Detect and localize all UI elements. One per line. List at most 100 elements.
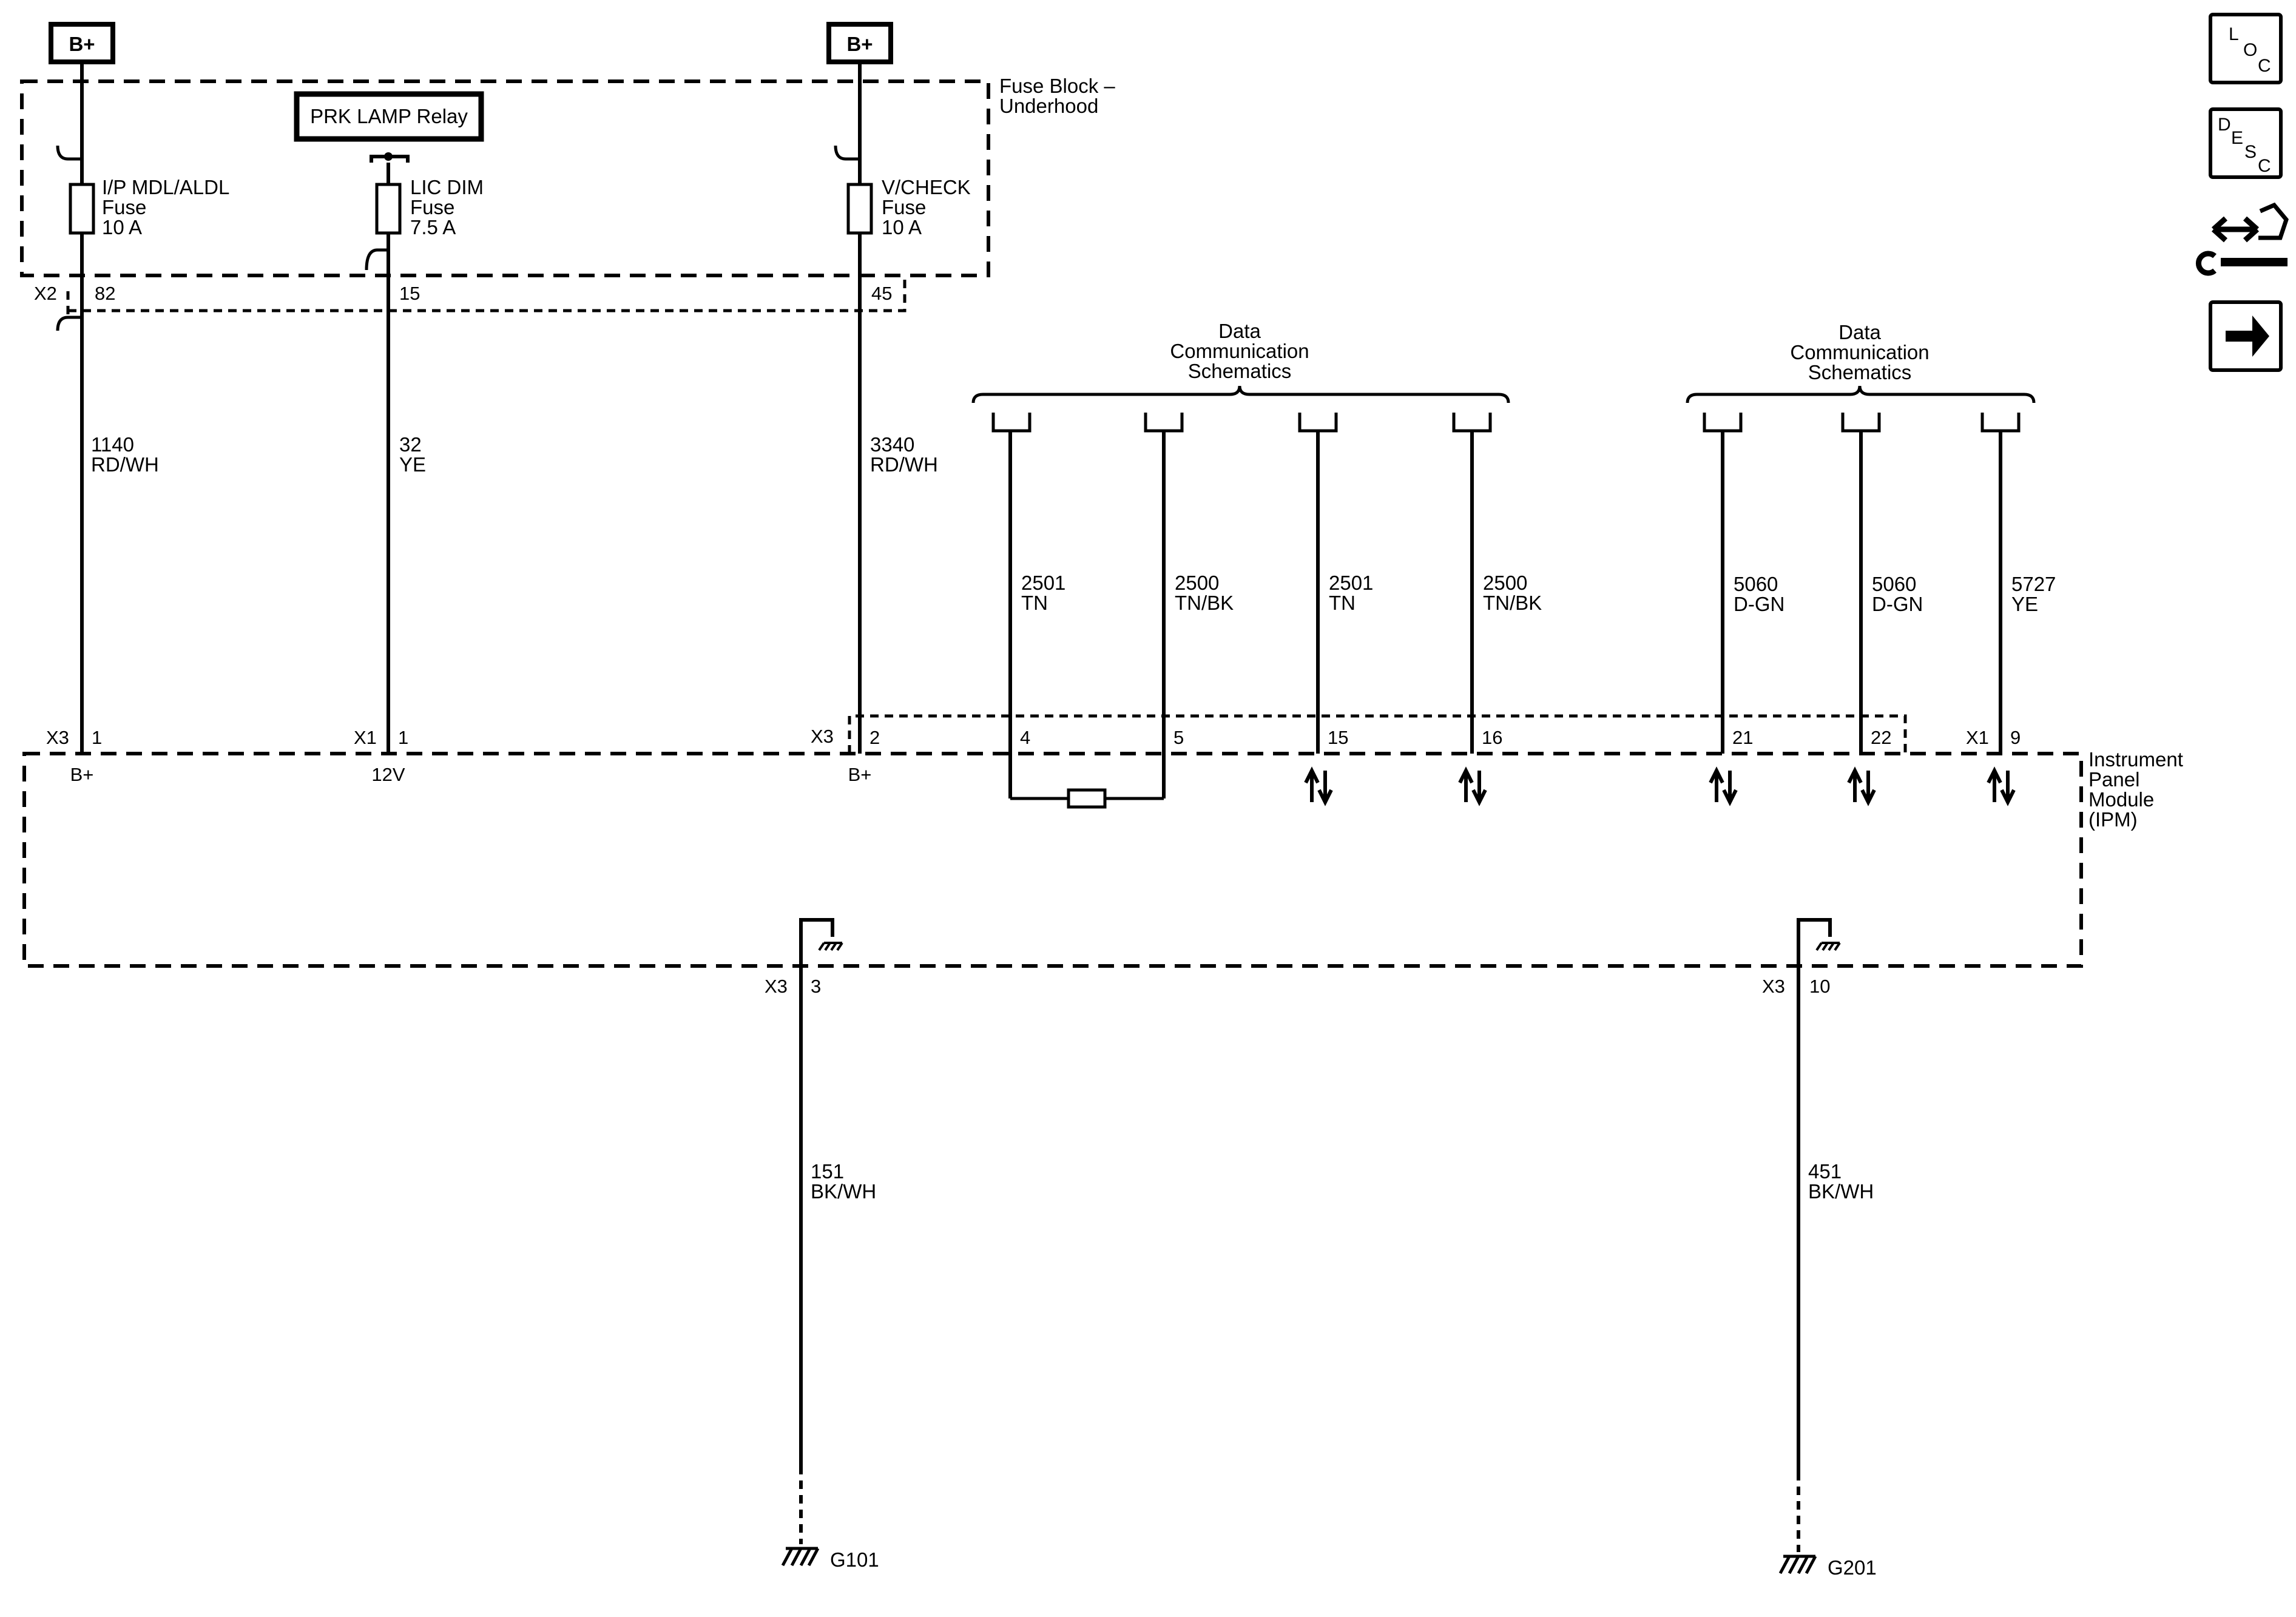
ipm-connector-x3-shell <box>848 714 1907 754</box>
termination-resistor <box>1010 788 1164 809</box>
circuit-32-wire <box>365 163 402 754</box>
circuit-number: 5060 <box>1872 573 1916 595</box>
connector-name: X3 <box>811 726 834 747</box>
ipm-frame <box>22 752 2083 968</box>
bidirectional-arrow-icon <box>1987 766 2016 806</box>
connector-pin: 1 <box>92 727 102 748</box>
data-wire-2501-a <box>991 413 1032 798</box>
circuit-number: 2500 <box>1175 572 1219 594</box>
fuse-rating: 7.5 A <box>410 216 456 238</box>
circuit-number: 5727 <box>2011 573 2056 595</box>
chassis-ground-g201: G201 <box>1778 1555 1877 1579</box>
data-comm-group-1: Data Communication Schematics <box>971 320 1510 403</box>
connector-pin: 15 <box>1328 727 1348 748</box>
connector-name: X1 <box>354 727 377 748</box>
fuse-type: Fuse <box>102 196 146 218</box>
bidirectional-arrow-icon <box>1709 766 1738 806</box>
data-wire-5727 <box>1980 413 2021 754</box>
desc-button[interactable]: D E S C <box>2209 107 2283 179</box>
fuse-block-frame <box>20 79 990 277</box>
loc-letter-l: L <box>2229 24 2239 44</box>
circuit-number: 3340 <box>870 433 914 456</box>
fuse-block-connector-x2: X2 82 15 45 <box>34 275 907 312</box>
fuse-block-subtitle: Underhood <box>999 95 1098 117</box>
connector-tool-icon[interactable] <box>2195 202 2289 276</box>
circuit-color: TN/BK <box>1175 592 1234 614</box>
bidirectional-arrow-icon <box>1458 766 1487 806</box>
bidirectional-arrow-icon <box>1847 766 1876 806</box>
power-source-label: B+ <box>69 33 95 55</box>
ground-wire-151: 151 BK/WH <box>799 966 876 1544</box>
connector-pin: 1 <box>398 727 408 748</box>
data-comm-line2: Communication <box>1170 340 1309 362</box>
connector-pin: 21 <box>1732 727 1753 748</box>
data-comm-line2: Communication <box>1790 341 1929 363</box>
circuit-color: D-GN <box>1872 593 1923 615</box>
fuse-rating: 10 A <box>102 216 142 238</box>
ground-wire-451: 451 BK/WH <box>1797 966 1874 1552</box>
circuit-color: YE <box>399 453 426 476</box>
circuit-color: TN <box>1021 592 1048 614</box>
circuit-color: RD/WH <box>91 453 159 476</box>
power-source-b-plus-1: B+ <box>49 22 115 64</box>
fuse-name: I/P MDL/ALDL <box>102 176 229 198</box>
ipm-title-line2: Panel <box>2088 768 2139 791</box>
circuit-number: 1140 <box>91 433 134 456</box>
circuit-number: 151 <box>811 1160 844 1183</box>
circuit-number: 451 <box>1808 1160 1842 1183</box>
connector-pin: 45 <box>871 283 892 304</box>
loc-letter-c: C <box>2258 56 2271 76</box>
connector-pin: 9 <box>2010 727 2021 748</box>
data-circuit-label-2: 2500 TN/BK <box>1175 572 1234 614</box>
fuse-name: LIC DIM <box>410 176 484 198</box>
terminal-label: B+ <box>848 764 872 785</box>
desc-letter-d: D <box>2218 115 2231 135</box>
circuit-color: RD/WH <box>870 453 938 476</box>
circuit-color: BK/WH <box>811 1180 876 1203</box>
circuit-label-1140: 1140 RD/WH <box>91 433 159 476</box>
data-comm-line3: Schematics <box>1808 361 1912 383</box>
circuit-color: TN/BK <box>1483 592 1542 614</box>
circuit-1140-wire <box>56 62 95 754</box>
relay-label: PRK LAMP Relay <box>310 105 468 127</box>
connector-pin: 4 <box>1020 727 1030 748</box>
power-source-b-plus-2: B+ <box>826 22 893 64</box>
connector-pin: 15 <box>399 283 420 304</box>
circuit-label-3340: 3340 RD/WH <box>870 433 938 476</box>
next-arrow-button[interactable] <box>2209 300 2283 372</box>
data-wire-5060-b <box>1841 413 1881 754</box>
ground-connector-labels: X3 3 X3 10 <box>765 976 1830 997</box>
connector-pin: 2 <box>869 727 880 748</box>
fuse-ip-mdl-aldl: I/P MDL/ALDL Fuse 10 A <box>102 176 229 238</box>
connector-pin: 82 <box>95 283 115 304</box>
circuit-3340-wire <box>834 62 873 754</box>
loc-letter-o: O <box>2243 40 2257 60</box>
circuit-number: 2501 <box>1021 572 1065 594</box>
prk-lamp-relay: PRK LAMP Relay <box>294 91 484 163</box>
connector-pin: 22 <box>1871 727 1891 748</box>
data-comm-line1: Data <box>1218 320 1261 342</box>
loc-button[interactable]: L O C <box>2209 13 2283 84</box>
internal-ground-g201 <box>1797 918 1841 966</box>
circuit-number: 2501 <box>1329 572 1373 594</box>
ground-label: G201 <box>1828 1556 1877 1579</box>
ipm-connector-labels: X3 1 X1 1 X3 2 4 5 15 16 21 22 X1 9 B+ 1… <box>46 726 2021 785</box>
data-comm-line3: Schematics <box>1188 360 1292 382</box>
connector-pin: 16 <box>1482 727 1502 748</box>
data-wire-2500-a <box>1144 413 1184 798</box>
connector-name: X3 <box>765 976 788 997</box>
fuse-type: Fuse <box>410 196 454 218</box>
ground-label: G101 <box>830 1548 879 1571</box>
data-circuit-label-7: 5727 YE <box>2011 573 2056 615</box>
connector-name: X1 <box>1966 727 1989 748</box>
circuit-color: D-GN <box>1734 593 1784 615</box>
circuit-color: BK/WH <box>1808 1180 1874 1203</box>
bidirectional-arrows <box>1304 766 2016 806</box>
data-circuit-label-1: 2501 TN <box>1021 572 1065 614</box>
bidirectional-arrow-icon <box>1304 766 1333 806</box>
desc-letter-s: S <box>2244 142 2257 162</box>
data-comm-group-2: Data Communication Schematics <box>1686 321 2036 403</box>
circuit-number: 2500 <box>1483 572 1527 594</box>
chassis-ground-g101: G101 <box>781 1547 879 1571</box>
